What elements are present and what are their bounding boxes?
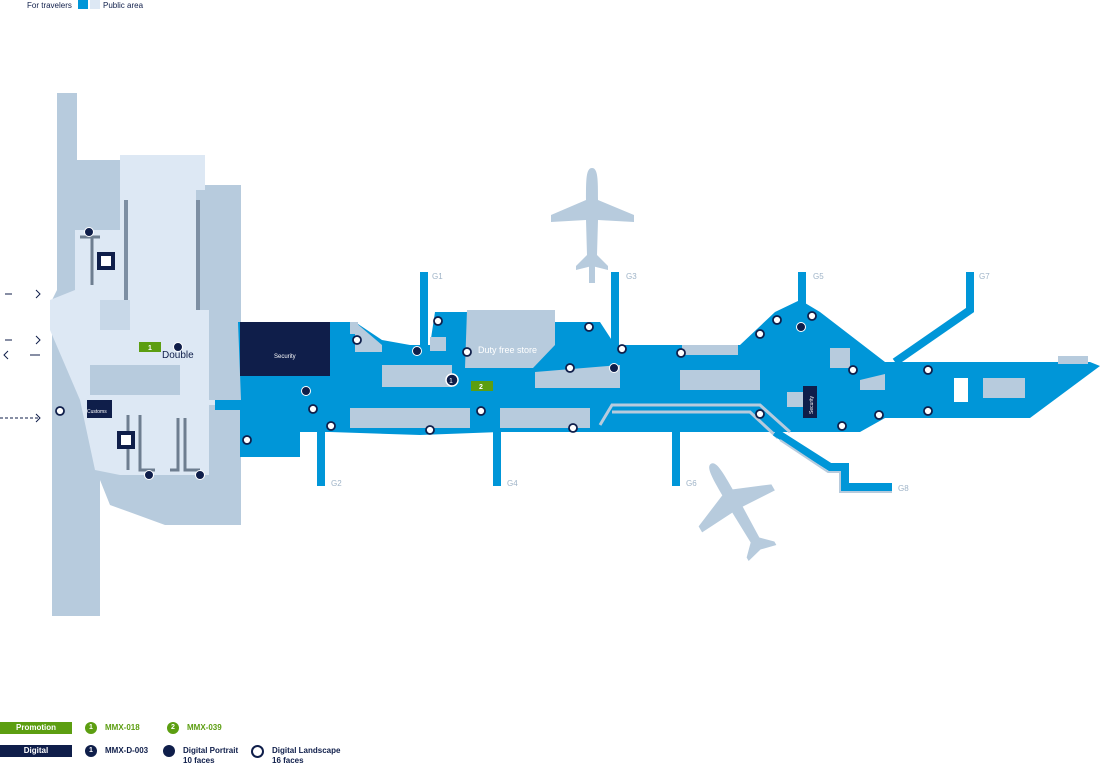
digital-landscape-title: Digital Landscape [272,746,341,755]
double-label: Double [162,350,194,361]
promotion-placement-2-num: 2 [479,384,483,391]
promotion-legend-box: Promotion [0,722,72,734]
promotion-item-2-code: MMX-039 [187,723,222,732]
stairs-icon [954,378,968,402]
portrait-marker [609,363,619,373]
landscape-marker [837,421,847,431]
landscape-marker [755,409,765,419]
customs-area [87,400,112,418]
landscape-marker [476,406,486,416]
landscape-marker [433,316,443,326]
gate-g8-label: G8 [898,484,909,493]
landscape-marker [676,348,686,358]
digital-portrait-icon [163,745,175,757]
gate-g2-label: G2 [331,479,342,488]
gate-g4-label: G4 [507,479,518,488]
security-1-label: Security [274,354,296,360]
public-area-label: Public area [103,1,144,10]
digital-portrait-title: Digital Portrait [183,746,239,755]
airplane-icon [551,168,634,283]
landscape-marker [425,425,435,435]
landscape-marker [308,404,318,414]
escalator-icons [80,235,200,472]
digital-landscape-markers [55,311,933,445]
landscape-marker [584,322,594,332]
gate-g6-label: G6 [686,479,697,488]
landscape-marker [923,365,933,375]
promotion-item-2-num: 2 [167,722,179,734]
landscape-marker [807,311,817,321]
portrait-marker [144,470,154,480]
entrance-arrows [0,289,41,423]
gate-g1-label: G1 [432,272,443,281]
digital-item-code: MMX-D-003 [105,746,149,755]
digital-portrait-faces: 10 faces [183,756,215,765]
for-travelers-label: For travelers [27,1,72,10]
security-2-label: Security [809,395,815,414]
landscape-marker [326,421,336,431]
digital-placement-1 [445,373,459,387]
main-terminal-building [50,93,241,616]
portrait-marker [84,227,94,237]
portrait-marker [195,470,205,480]
for-travelers-swatch [78,0,88,9]
landscape-marker [55,406,65,416]
landscape-marker [755,329,765,339]
duty-free-label: Duty free store [478,345,537,355]
portrait-marker [412,346,422,356]
portrait-marker [301,386,311,396]
landscape-marker [848,365,858,375]
gate-g7-label: G7 [979,272,990,281]
digital-portrait-markers [84,227,806,480]
digital-placement-1-num: 1 [449,378,453,385]
landscape-marker [565,363,575,373]
walkway-lines [598,403,792,440]
gate-pier-outline [779,439,892,493]
landscape-marker [874,410,884,420]
digital-landscape-icon [251,745,264,758]
digital-legend-box: Digital [0,745,72,757]
promotion-placement-2 [471,381,493,391]
landscape-marker [462,347,472,357]
landscape-marker [568,423,578,433]
portrait-marker [796,322,806,332]
gate-piers [317,272,974,491]
gate-g5-label: G5 [813,272,824,281]
landscape-marker [772,315,782,325]
digital-item-num: 1 [85,745,97,757]
digital-landscape-faces: 16 faces [272,756,304,765]
landscape-marker [352,335,362,345]
concourse-structures [350,310,1088,428]
public-area-swatch [90,0,100,9]
landscape-marker [923,406,933,416]
security-area-1 [240,322,330,376]
elevator-icon [97,252,135,449]
gate-g3-label: G3 [626,272,637,281]
promotion-placement-1 [139,342,161,352]
promotion-item-1-code: MMX-018 [105,723,140,732]
portrait-marker [173,342,183,352]
landscape-marker [617,344,627,354]
promotion-placement-1-num: 1 [148,345,152,352]
customs-label: Customs [87,409,107,415]
airplane-icon [698,463,777,561]
security-area-2 [803,386,817,418]
promotion-item-1-num: 1 [85,722,97,734]
landscape-marker [242,435,252,445]
